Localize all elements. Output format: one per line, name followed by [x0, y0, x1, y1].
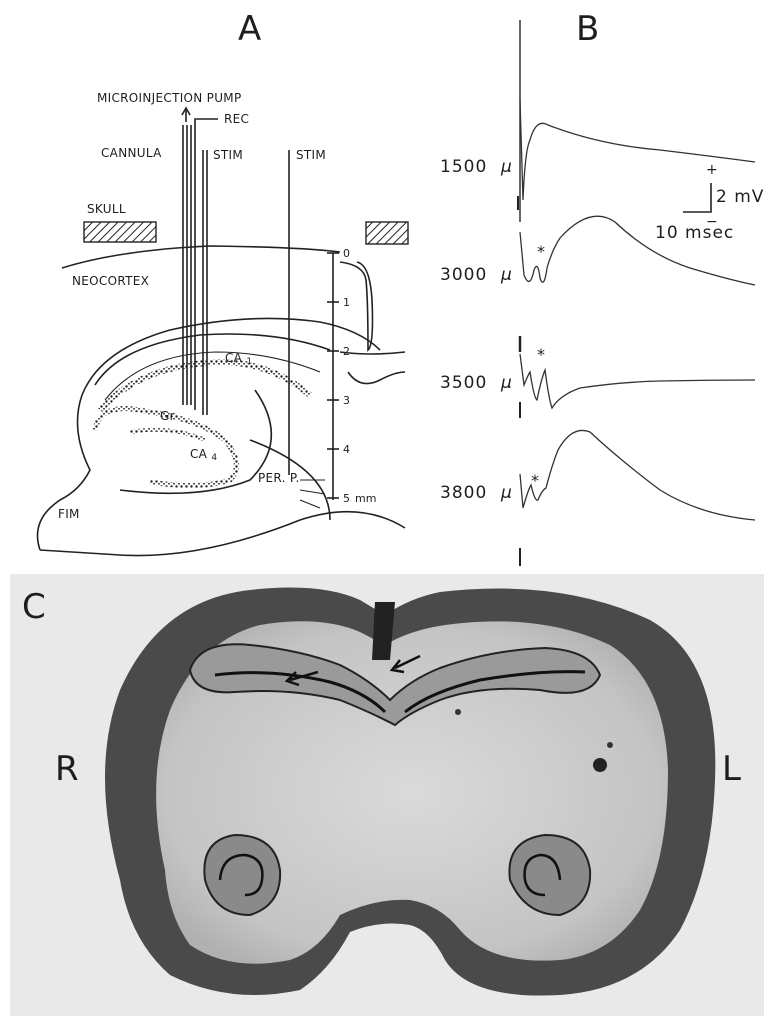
depth-tick-label: 3: [343, 394, 350, 407]
unit-label-3500: μ: [500, 373, 513, 393]
calibration-bar: + − 2 mV 10 msec: [655, 162, 764, 243]
trace-3500: 3500 μ *: [440, 336, 755, 418]
unit-label-3800: μ: [500, 483, 513, 503]
trace-path-3800: [520, 430, 755, 520]
brain-surface: [62, 246, 340, 268]
population-spike-marker-3800: *: [531, 471, 539, 490]
unit-label-1500: μ: [500, 157, 513, 177]
panel-b-letter: B: [576, 9, 599, 49]
rec-label: REC: [224, 112, 249, 126]
panel-c: C R L: [10, 574, 764, 1016]
cannula-label: CANNULA: [101, 146, 162, 160]
stim-electrode-1: [203, 150, 207, 415]
ca4-label: CA 4: [190, 447, 217, 463]
ca1-label-text: CA: [225, 351, 243, 365]
stim-label-2: STIM: [296, 148, 326, 162]
depth-label-3800: 3800: [440, 483, 487, 503]
neocortex-label: NEOCORTEX: [72, 274, 149, 288]
ca1-label-sub: 1: [246, 357, 252, 367]
depth-label-3000: 3000: [440, 265, 487, 285]
perforant-path-label: PER. P.: [258, 471, 300, 485]
depth-tick-label: 2: [343, 345, 350, 358]
calibration-amplitude: 2 mV: [716, 187, 764, 207]
ca1-cell-layer: [100, 362, 310, 410]
depth-unit-label: mm: [355, 492, 376, 505]
trace-path-3500: [520, 354, 755, 408]
stim-label-1: STIM: [213, 148, 243, 162]
up-arrow-icon: [182, 108, 190, 122]
layer-line-2: [348, 372, 405, 384]
gr-label: Gr: [160, 409, 175, 423]
calibration-time: 10 msec: [655, 223, 734, 243]
fim-label: FIM: [58, 507, 80, 521]
depth-tick-label: 0: [343, 247, 350, 260]
ca4-label-sub: 4: [211, 453, 217, 463]
microinjection-pump-label: MICROINJECTION PUMP: [97, 91, 242, 105]
ca4-cell-layer: [130, 430, 205, 440]
left-hemisphere-label: L: [722, 749, 741, 789]
panel-a-letter: A: [238, 9, 261, 49]
trace-1500: 1500 μ: [440, 100, 755, 210]
population-spike-marker-3500: *: [537, 345, 545, 364]
dark-spot: [607, 742, 613, 748]
dark-spot: [593, 758, 607, 772]
depth-label-3500: 3500: [440, 373, 487, 393]
dark-spot: [455, 709, 461, 715]
depth-label-1500: 1500: [440, 157, 487, 177]
panel-c-letter: C: [22, 587, 46, 627]
population-spike-marker-3000: *: [537, 242, 545, 261]
trace-path-1500: [520, 100, 755, 200]
calibration-plus: +: [706, 162, 718, 178]
skull-block-right: [366, 222, 408, 244]
trace-3800: 3800 μ *: [440, 430, 755, 566]
ca4-label-text: CA: [190, 447, 208, 461]
calibration-lines: [683, 183, 711, 212]
unit-label-3000: μ: [500, 265, 513, 285]
depth-tick-label: 4: [343, 443, 350, 456]
panel-a: A MICROINJECTION PUMP REC CANNULA STIM S…: [38, 9, 409, 556]
skull-block-left: [84, 222, 156, 242]
depth-tick-label: 1: [343, 296, 350, 309]
right-hemisphere-label: R: [55, 749, 79, 789]
skull-label: SKULL: [87, 202, 126, 216]
depth-tick-label: 5: [343, 492, 350, 505]
panel-b: B 1500 μ + − 2 mV 10 msec 3000 μ * 3500 …: [440, 9, 764, 566]
